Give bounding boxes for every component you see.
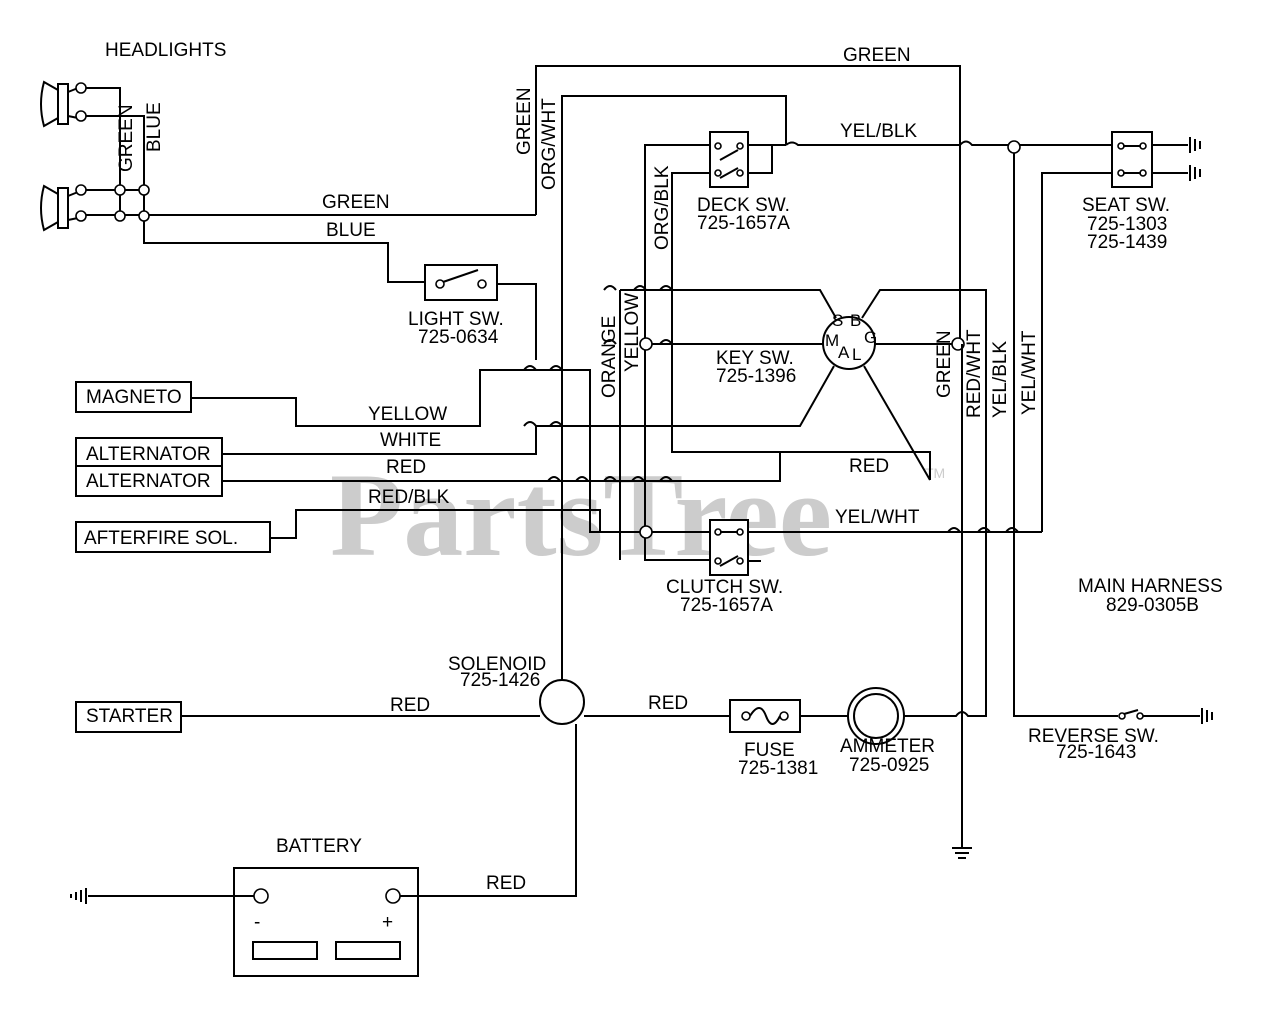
headlight-upper: [40, 80, 79, 128]
light-switch: [424, 264, 498, 301]
wire-label-green-vertical: GREEN: [514, 87, 535, 155]
headlights-label: HEADLIGHTS: [105, 40, 226, 61]
battery-label: BATTERY: [276, 836, 362, 857]
afterfire-label: AFTERFIRE SOL.: [84, 528, 238, 549]
ammeter-label: AMMETER: [840, 736, 935, 757]
battery-neg: -: [254, 912, 260, 933]
fuse-label: FUSE: [744, 740, 795, 761]
fuse: [729, 699, 801, 733]
solenoid: [539, 679, 585, 725]
wire-label-org-blk: ORG/BLK: [652, 165, 673, 250]
ammeter: [847, 687, 905, 745]
deck-sw-label: DECK SW.: [697, 195, 790, 216]
wire-label-red-alt: RED: [386, 457, 426, 478]
ammeter-part: 725-0925: [849, 755, 929, 776]
wire-label-blue: BLUE: [326, 220, 376, 241]
deck-switch: [709, 131, 749, 188]
headlight-lower: [40, 184, 79, 232]
wire-label-green-headlight: GREEN: [116, 104, 137, 172]
wire-label-yel-wht: YEL/WHT: [835, 507, 920, 528]
wire-label-red-blk: RED/BLK: [368, 487, 450, 508]
battery-pos: +: [382, 912, 393, 933]
reverse-sw-label: REVERSE SW.: [1028, 726, 1159, 747]
alternator1-label: ALTERNATOR: [86, 444, 211, 465]
watermark-trademark: TM: [925, 465, 945, 481]
solenoid-part: 725-1426: [460, 670, 540, 691]
seat-sw-label: SEAT SW.: [1082, 195, 1170, 216]
wire-label-yel-wht-vertical: YEL/WHT: [1019, 330, 1040, 415]
seat-sw-part1: 725-1303: [1087, 214, 1167, 235]
alternator-box-1: ALTERNATOR: [75, 437, 223, 469]
key-pin-s: S: [832, 311, 843, 330]
wire-label-green-top: GREEN: [843, 45, 911, 66]
key-sw-part: 725-1396: [716, 366, 796, 387]
ground-symbol-reverse: [1201, 708, 1213, 724]
seat-switch: [1111, 131, 1153, 188]
clutch-sw-label: CLUTCH SW.: [666, 577, 783, 598]
seat-sw-part2: 725-1439: [1087, 232, 1167, 253]
fuse-part: 725-1381: [738, 758, 818, 779]
main-harness-part: 829-0305B: [1106, 595, 1199, 616]
light-sw-label: LIGHT SW.: [408, 309, 504, 330]
solenoid-label: SOLENOID: [448, 654, 546, 675]
key-pin-g: G: [864, 328, 877, 347]
light-sw-part: 725-0634: [418, 327, 499, 348]
key-pin-l: L: [852, 345, 861, 364]
wire-label-red-solenoid: RED: [648, 693, 688, 714]
reverse-sw-part: 725-1643: [1056, 742, 1136, 763]
alternator2-label: ALTERNATOR: [86, 471, 211, 492]
magneto-label: MAGNETO: [86, 387, 182, 408]
magneto-box: MAGNETO: [75, 381, 192, 413]
ground-symbol-main: [952, 840, 972, 859]
key-pin-a: A: [838, 343, 850, 362]
wire-label-orange: ORANGE: [599, 316, 620, 398]
ground-symbol-seat-2: [1189, 165, 1201, 181]
wire-label-red-battery: RED: [486, 873, 526, 894]
wire-label-red-right: RED: [849, 456, 889, 477]
wire-label-yellow-vertical: YELLOW: [622, 293, 643, 372]
wire-label-yellow: YELLOW: [368, 404, 447, 425]
wire-label-blue-headlight: BLUE: [144, 102, 165, 152]
starter-label: STARTER: [86, 706, 173, 727]
alternator-box-2: ALTERNATOR: [75, 465, 223, 497]
key-switch: S B M G A L: [822, 311, 877, 370]
wire-label-white: WHITE: [380, 430, 441, 451]
afterfire-box: AFTERFIRE SOL.: [75, 521, 271, 553]
wire-label-yel-blk-top: YEL/BLK: [840, 121, 917, 142]
clutch-switch: [709, 519, 749, 576]
wire-label-org-wht: ORG/WHT: [539, 98, 560, 190]
ground-symbol-seat-1: [1189, 137, 1201, 153]
main-harness-label: MAIN HARNESS: [1078, 576, 1223, 597]
wire-label-green-key: GREEN: [934, 330, 955, 398]
wire-label-red-wht: RED/WHT: [964, 329, 985, 418]
key-pin-b: B: [850, 311, 861, 330]
starter-box: STARTER: [75, 701, 182, 733]
ground-symbol-battery: [70, 888, 87, 904]
wire-label-green: GREEN: [322, 192, 390, 213]
reverse-switch: [1118, 709, 1144, 720]
clutch-sw-part: 725-1657A: [680, 595, 773, 616]
wire-label-red-starter: RED: [390, 695, 430, 716]
key-sw-label: KEY SW.: [716, 348, 794, 369]
wire-label-yel-blk-vertical: YEL/BLK: [990, 341, 1011, 418]
battery: - +: [233, 867, 419, 977]
deck-sw-part: 725-1657A: [697, 213, 790, 234]
key-pin-m: M: [825, 331, 839, 350]
